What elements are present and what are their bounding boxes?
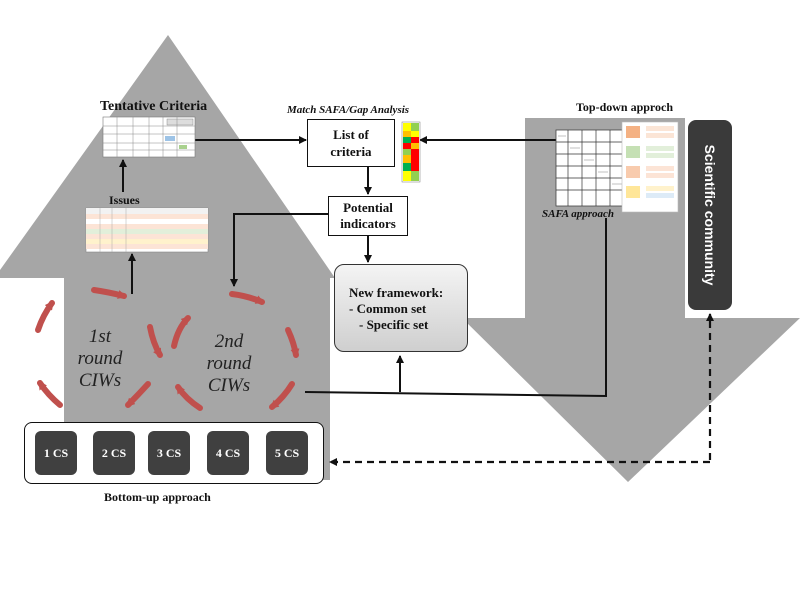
tentative-criteria-label: Tentative Criteria: [100, 99, 208, 114]
framework-item-common: - Common set: [349, 301, 427, 316]
indicators-to-cycle-arrow: [230, 213, 333, 287]
dashed-feedback-arrows: [329, 313, 714, 466]
safa-approach-label: SAFA approach: [542, 208, 615, 220]
case-study-2: 2 CS: [93, 431, 135, 475]
top-down-arrow: [462, 118, 800, 482]
case-studies-panel: 1 CS 2 CS 3 CS 4 CS 5 CS: [24, 422, 324, 484]
top-down-label: Top-down approch: [576, 100, 674, 114]
cycle-arrow: [175, 384, 203, 411]
issues-table: [85, 207, 209, 253]
cycle-arrow: [37, 380, 63, 408]
bottom-up-arrow: [0, 35, 335, 480]
case-study-1: 1 CS: [35, 431, 77, 475]
scientific-community-label: Scientific community: [702, 144, 718, 286]
case-study-5: 5 CS: [266, 431, 308, 475]
case-study-3: 3 CS: [148, 431, 190, 475]
tentative-criteria-table: [102, 116, 196, 158]
list-of-criteria-box: List of criteria: [307, 119, 395, 167]
scientific-community-bar: [688, 120, 732, 310]
connector-arrows: [119, 136, 607, 398]
cycle-arrow: [229, 291, 265, 305]
second-round-line-1: 2nd: [214, 331, 244, 352]
safa-indicator-list: [621, 121, 679, 213]
second-round-line-2: round: [206, 353, 252, 374]
bottom-up-label: Bottom-up approach: [104, 490, 211, 504]
cycle-arrow: [171, 315, 191, 349]
match-safa-label: Match SAFA/Gap Analysis: [287, 104, 410, 116]
first-round-line-3: CIWs: [78, 370, 122, 391]
gap-analysis-heatmap: [401, 121, 421, 183]
first-round-line-1: 1st: [88, 326, 112, 347]
second-round-label: 2nd round CIWs: [198, 331, 260, 397]
cycle-arrow: [269, 381, 295, 410]
cycle-arrow: [285, 327, 300, 358]
cycle-arrow: [35, 300, 55, 333]
issues-label: Issues: [109, 193, 140, 207]
framework-item-specific: - Specific set: [359, 317, 429, 332]
potential-indicators-box: Potential indicators: [328, 196, 408, 236]
framework-title: New framework:: [349, 285, 444, 300]
second-round-line-3: CIWs: [207, 375, 251, 396]
first-round-label: 1st round CIWs: [70, 326, 130, 392]
second-round-cycle-arrows: [175, 291, 300, 411]
cycle-arrow: [125, 381, 151, 408]
cycle-arrow: [147, 324, 163, 358]
first-round-line-2: round: [77, 348, 123, 369]
new-framework-box: New framework: - Common set - Specific s…: [334, 264, 468, 352]
safa-line-down: [304, 218, 607, 398]
cycle-arrow: [91, 287, 127, 299]
case-study-4: 4 CS: [207, 431, 249, 475]
first-round-cycle-arrows: [35, 287, 191, 408]
